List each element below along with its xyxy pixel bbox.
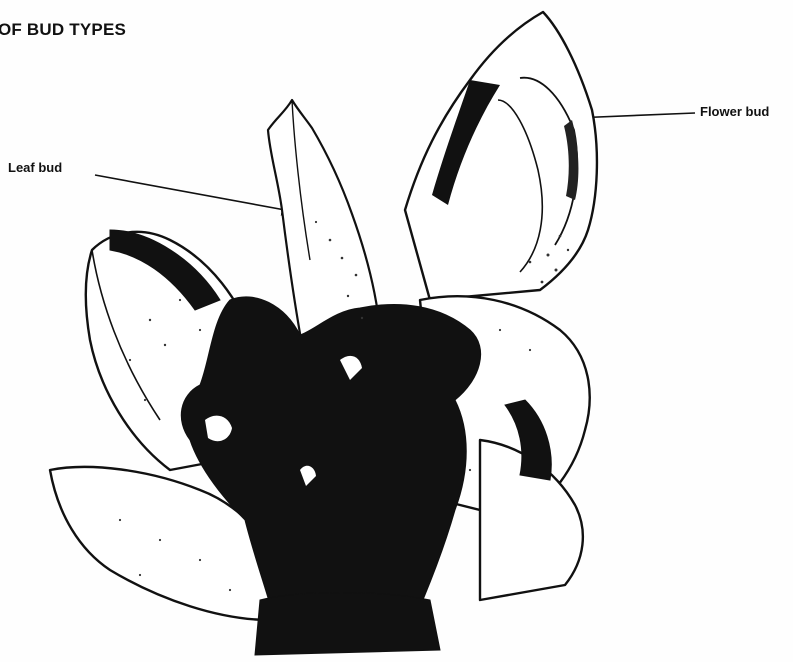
flower-bud-shape	[405, 12, 597, 300]
leaf-bud-pointer	[95, 175, 296, 212]
